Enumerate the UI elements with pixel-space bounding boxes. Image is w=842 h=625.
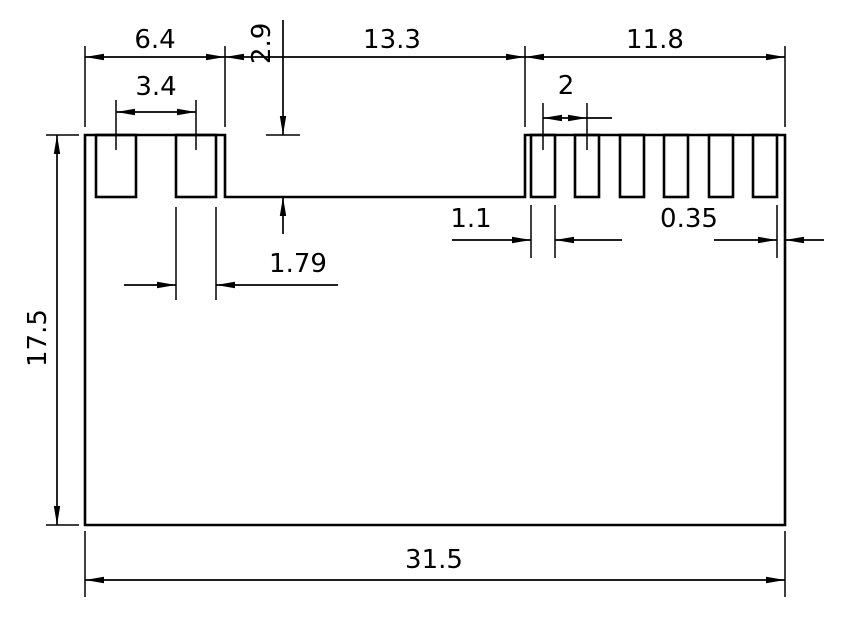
dim-right-slot-pitch: 2	[542, 71, 612, 150]
dim-label-right-edge-gap: 0.35	[660, 204, 718, 234]
right-slot-5	[707, 133, 735, 199]
dim-label-left-slot-pitch: 3.4	[135, 72, 176, 102]
right-slot-4	[662, 133, 690, 199]
dim-right-edge-gap: 0.35	[660, 204, 824, 258]
dim-label-right-slot-width: 1.1	[450, 204, 491, 234]
right-slot-3	[618, 133, 646, 199]
dim-label-overall-width: 31.5	[405, 545, 463, 575]
part-outline	[83, 133, 787, 527]
dim-step-depth: 2.9	[247, 20, 300, 234]
dim-label-width-top-left: 6.4	[134, 25, 175, 55]
dim-left-slot-width: 1.79	[124, 207, 338, 300]
dim-label-step-depth: 2.9	[247, 23, 277, 64]
dim-label-notch-width: 13.3	[363, 25, 421, 55]
dim-left-slot-pitch: 3.4	[115, 72, 197, 150]
dim-label-width-top-right: 11.8	[626, 25, 684, 55]
dim-overall-width: 31.5	[84, 531, 786, 597]
dim-label-overall-height: 17.5	[23, 309, 53, 367]
part-geometry	[83, 133, 787, 527]
right-slot-6	[751, 133, 779, 199]
dim-top-chain: 6.4 13.3 11.8	[84, 25, 786, 127]
dim-right-slot-width: 1.1	[450, 204, 622, 258]
dim-label-left-slot-width: 1.79	[269, 249, 327, 279]
dim-overall-height: 17.5	[23, 134, 79, 526]
dim-label-right-slot-pitch: 2	[558, 71, 575, 101]
